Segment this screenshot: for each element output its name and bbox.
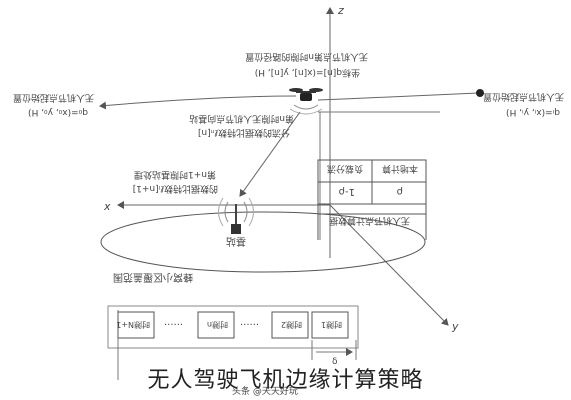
x-axis-label: x [103,200,111,213]
y-axis-label: y [451,320,459,333]
timeline-ellipsis-1: ······ [164,320,183,331]
table-header-offload: 负载分流 [327,163,363,175]
bs-to-uav-line1: 第n+1时隙基站处理 [134,169,216,181]
timeline-slot-1 [311,311,349,339]
table-header-local: 本地计算 [382,163,418,175]
uav-drone-icon [289,88,323,115]
timeline-delta: δ [332,357,338,367]
split-table [317,159,427,240]
base-station-label: 基站 [226,235,246,248]
start-position-line2: q₀=(x₀, y₀, H) [28,107,88,117]
table-value-offload: 1-ρ [339,186,355,197]
trajectory-left [99,95,297,110]
watermark: 头条 @天天好玩 [232,385,298,397]
coverage-ellipse [100,211,426,273]
trajectory-right [317,92,479,101]
table-caption: 无人机节点计算数据 [329,215,410,227]
uav-position-line2: 坐标q[n]=(x[n], y[n], H) [255,67,360,79]
timeline-slot-n [197,311,235,339]
timeline-slot-label-1: 时隙1 [321,320,342,330]
uav-to-bs-link [239,111,301,197]
timeline-slot-label-n: 时隙n [207,320,228,330]
timeline-ellipsis-2: ······ [240,320,259,331]
y-axis [329,204,449,326]
start-position-line1: 无人机节点起始位置 [13,92,94,104]
end-position-line2: qᵢ=(xᵢ, yᵢ, H) [506,107,560,117]
figure-caption: 无人驾驶飞机边缘计算策略 [147,368,424,393]
table-value-local: ρ [397,186,403,197]
end-position-dot [476,89,484,97]
end-position-line1: 无人机节点起始位置 [483,91,564,103]
base-station-icon [218,197,254,234]
uav-position-line1: 无人机节点第n时隙的路径位置 [245,51,368,63]
timeline-slot-label-n1: 时隙N+1 [116,320,150,330]
uav-to-bs-line1: 第n时隙无人机节点向基站 [189,113,294,125]
uav-to-bs-line2: 分流的数据比特数ℓₙ[n] [198,127,290,139]
timeline-slot-n1 [117,311,155,339]
coverage-label: 蜂窝小区覆盖范围 [113,271,193,284]
timeline-slot-label-2: 时隙2 [281,320,302,330]
z-axis-label: z [337,4,344,17]
bs-to-uav-line2: 的数据比特数ℓᵢ[n+1] [133,183,218,195]
timeline-slot-2 [271,311,309,339]
